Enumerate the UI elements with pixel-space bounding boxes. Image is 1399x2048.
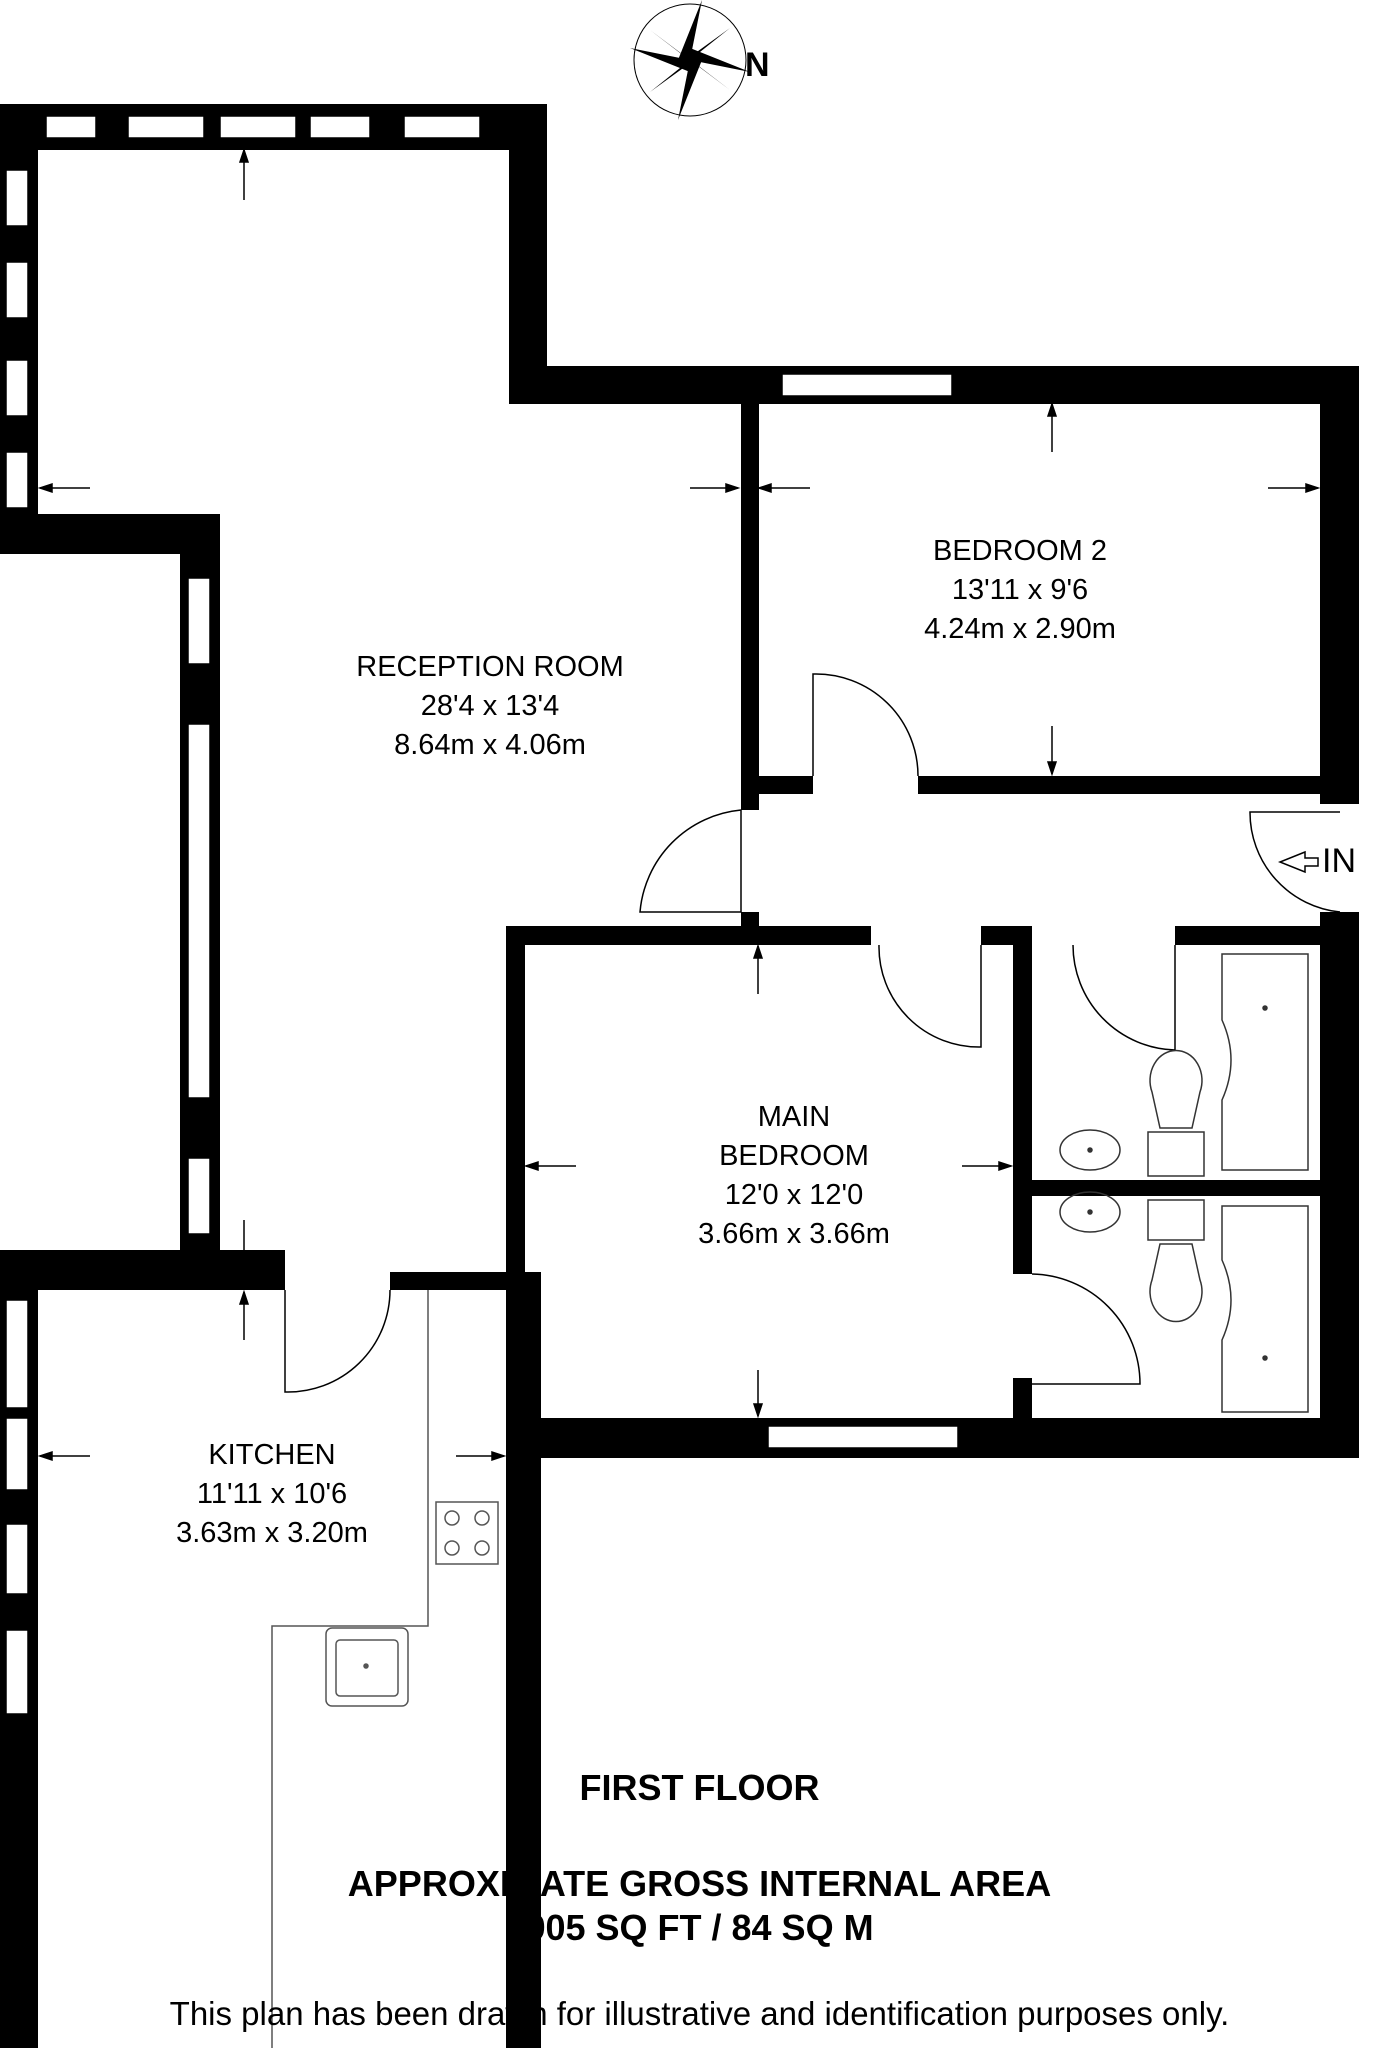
wall-kitchen-east	[506, 1272, 541, 2048]
window	[5, 451, 29, 509]
window	[187, 1157, 211, 1235]
doors	[284, 673, 1341, 1393]
area-title: APPROXIMATE GROSS INTERNAL AREA	[347, 1863, 1052, 1904]
door-swing-bedroom2	[812, 673, 919, 777]
wall-bath-divider	[1031, 1180, 1331, 1196]
wall-main-bedroom-top-left	[506, 926, 871, 945]
window	[187, 723, 211, 1099]
kitchen-fixtures	[271, 1290, 499, 2048]
room-dimensions-metric: 8.64m x 4.06m	[394, 729, 586, 761]
room-dimensions-metric: 3.66m x 3.66m	[698, 1218, 890, 1250]
door-swing-bathroom2	[1031, 1273, 1141, 1385]
window	[187, 577, 211, 665]
door-swing-main-bedroom	[878, 944, 982, 1048]
windows	[5, 115, 959, 1715]
area-value: 905 SQ FT / 84 SQ M	[525, 1907, 874, 1948]
north-label: N	[745, 46, 770, 84]
door-swing-entrance	[1249, 811, 1341, 913]
sink	[325, 1627, 409, 1707]
window	[5, 169, 29, 227]
room-label-kitchen: KITCHEN 11'11 x 10'6 3.63m x 3.20m	[112, 1436, 432, 1553]
wall-bath-top	[1175, 926, 1359, 945]
door-swing-bathroom1	[1072, 944, 1176, 1051]
entrance-arrow-icon	[1277, 850, 1319, 874]
wall-main-bedroom-east-lower	[1013, 1378, 1032, 1420]
wall-kitchen-top-right	[390, 1272, 525, 1290]
hob	[435, 1501, 499, 1565]
door-swing-reception	[639, 809, 742, 913]
wall-bath-west-upper	[1013, 945, 1032, 1180]
room-name: KITCHEN	[208, 1439, 336, 1471]
wall-kitchen-top-left	[0, 1250, 285, 1290]
toilet	[1149, 1049, 1203, 1129]
room-dimensions-imperial: 12'0 x 12'0	[724, 1179, 864, 1211]
window	[5, 1523, 29, 1595]
basin	[1059, 1191, 1121, 1233]
room-dimensions-metric: 4.24m x 2.90m	[924, 613, 1116, 645]
window	[5, 1299, 29, 1409]
room-label-main-bedroom: MAIN BEDROOM 12'0 x 12'0 3.66m x 3.66m	[634, 1098, 954, 1254]
wall-bedroom2-south-east	[918, 776, 1340, 794]
room-dimensions-metric: 3.63m x 3.20m	[176, 1517, 368, 1549]
window	[403, 115, 481, 139]
window	[45, 115, 97, 139]
bathroom-fixtures	[1059, 953, 1309, 1413]
floor-label: FIRST FLOOR	[579, 1767, 820, 1808]
wall-reception-bedroom2	[741, 400, 759, 810]
room-name: BEDROOM	[719, 1140, 869, 1172]
disclaimer: This plan has been drawn for illustrativ…	[169, 1995, 1230, 2032]
compass-rose-icon	[630, 0, 750, 120]
bathtub	[1221, 953, 1309, 1171]
dimension-arrows	[37, 147, 1321, 1462]
window	[5, 261, 29, 319]
window	[5, 359, 29, 417]
window	[219, 115, 297, 139]
window	[5, 1629, 29, 1715]
room-label-reception: RECEPTION ROOM 28'4 x 13'4 8.64m x 4.06m	[280, 648, 700, 765]
window	[5, 1417, 29, 1491]
wall-bedroom2-south-west	[741, 776, 813, 794]
bathtub	[1221, 1205, 1309, 1413]
door-swing-kitchen	[284, 1289, 391, 1393]
window	[127, 115, 205, 139]
window	[767, 1425, 959, 1449]
room-label-bedroom2: BEDROOM 2 13'11 x 9'6 4.24m x 2.90m	[860, 532, 1180, 649]
room-dimensions-imperial: 13'11 x 9'6	[951, 574, 1089, 606]
window	[309, 115, 371, 139]
room-dimensions-imperial: 28'4 x 13'4	[420, 690, 560, 722]
room-dimensions-imperial: 11'11 x 10'6	[196, 1478, 348, 1510]
basin	[1059, 1129, 1121, 1171]
worktop	[271, 1290, 429, 2048]
room-name: BEDROOM 2	[932, 535, 1108, 567]
entrance-label: IN	[1322, 842, 1356, 880]
wall-bedroom2-east	[1320, 366, 1359, 804]
room-name: RECEPTION ROOM	[356, 651, 624, 683]
room-name: MAIN	[757, 1101, 831, 1133]
toilet	[1149, 1243, 1203, 1323]
wall-reception-east-upper	[509, 104, 547, 404]
window	[781, 373, 953, 397]
